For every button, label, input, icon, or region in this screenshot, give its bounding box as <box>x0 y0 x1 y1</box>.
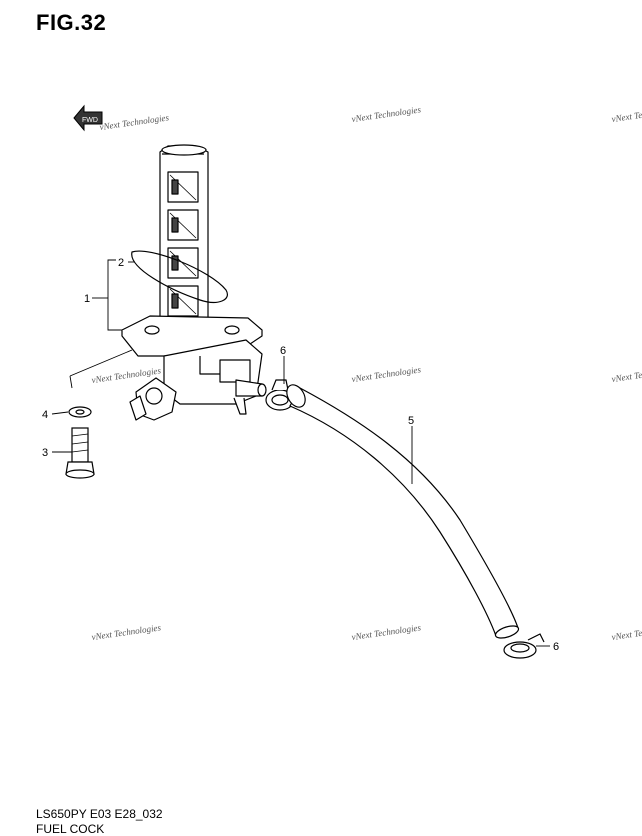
callout-1: 1 <box>84 293 90 305</box>
leader-lines <box>51 259 550 647</box>
watermark-6: vNext Technologies <box>611 364 642 384</box>
diagram-name: FUEL COCK <box>36 822 105 836</box>
callout-3: 3 <box>42 447 48 459</box>
washer-part <box>68 406 92 418</box>
watermark-7: vNext Technologies <box>91 622 162 642</box>
fwd-arrow-icon: FWD <box>73 104 103 132</box>
screw-part <box>65 427 95 479</box>
watermark-5: vNext Technologies <box>351 364 422 384</box>
figure-title: FIG.32 <box>36 10 107 35</box>
callout-2: 2 <box>118 257 124 269</box>
clamp-lower-part <box>503 633 545 659</box>
watermark-2: vNext Technologies <box>351 104 422 124</box>
callout-5: 5 <box>408 415 414 427</box>
fuel-hose-part <box>286 384 520 639</box>
diagram-code: LS650PY E03 E28_032 <box>36 807 163 821</box>
callouts: 2 1 6 4 5 3 6 <box>42 257 559 653</box>
fwd-label: FWD <box>82 117 98 124</box>
callout-4: 4 <box>42 409 48 421</box>
watermark-8: vNext Technologies <box>351 622 422 642</box>
callout-6-lower: 6 <box>553 641 559 653</box>
watermark-3: vNext Technologies <box>611 104 642 124</box>
fuel-cock-assembly <box>121 144 267 421</box>
watermark-1: vNext Technologies <box>99 112 170 132</box>
callout-6-upper: 6 <box>280 345 286 357</box>
watermark-9: vNext Technologies <box>611 622 642 642</box>
